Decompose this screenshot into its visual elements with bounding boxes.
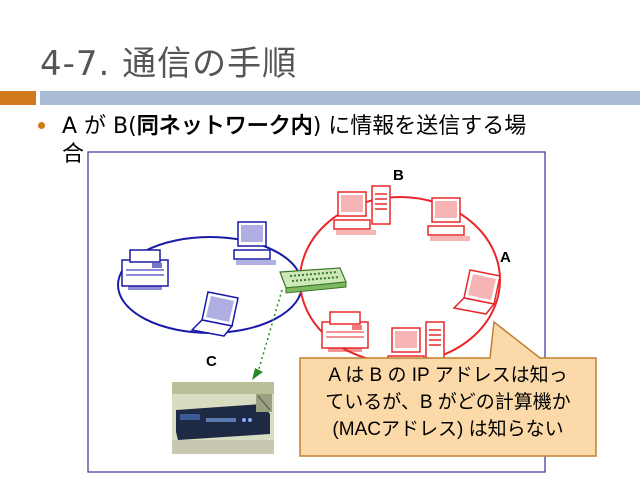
callout-bubble [299,320,597,457]
bullet-text-part1: A が B( [62,114,137,139]
label-a: A [500,249,511,266]
laptop-icon [453,269,501,315]
desktop-computer-icon [427,197,471,242]
server-tower-icon [371,185,391,225]
bullet-dot [38,122,45,129]
bullet-text-bold: 同ネットワーク内 [136,114,313,139]
callout-line3: (MACアドレス) は知らない [332,419,564,440]
bullet-text-part2: ) に情報を送信する場 [312,114,527,139]
callout-line1: A は B の IP アドレスは知っ [328,365,568,386]
callout-line2: ているが、B がどの計算機か [325,392,571,413]
desktop-computer-icon [333,191,377,236]
title-divider-bar [40,91,640,105]
slide-title: 4-7. 通信の手順 [40,44,298,84]
title-accent-bar [0,91,36,105]
bullet-text-line1: A が B(同ネットワーク内) に情報を送信する場 [62,108,526,140]
label-b: B [393,167,404,184]
switch-photo [172,382,274,454]
laptop-icon [191,291,239,337]
desktop-computer-icon [233,221,277,266]
printer-icon [121,249,169,291]
callout-text: A は B の IP アドレスは知っ ているが、B がどの計算機か (MACアド… [300,362,596,443]
network-switch-icon [279,267,347,294]
arrow-head [252,368,263,380]
bullet-text-line2: 合 [62,142,85,167]
label-c: C [206,353,217,370]
printer-icon [321,311,369,353]
server-tower-icon [425,321,445,361]
dotted-arrow [257,289,283,373]
diagram-frame [87,151,546,473]
